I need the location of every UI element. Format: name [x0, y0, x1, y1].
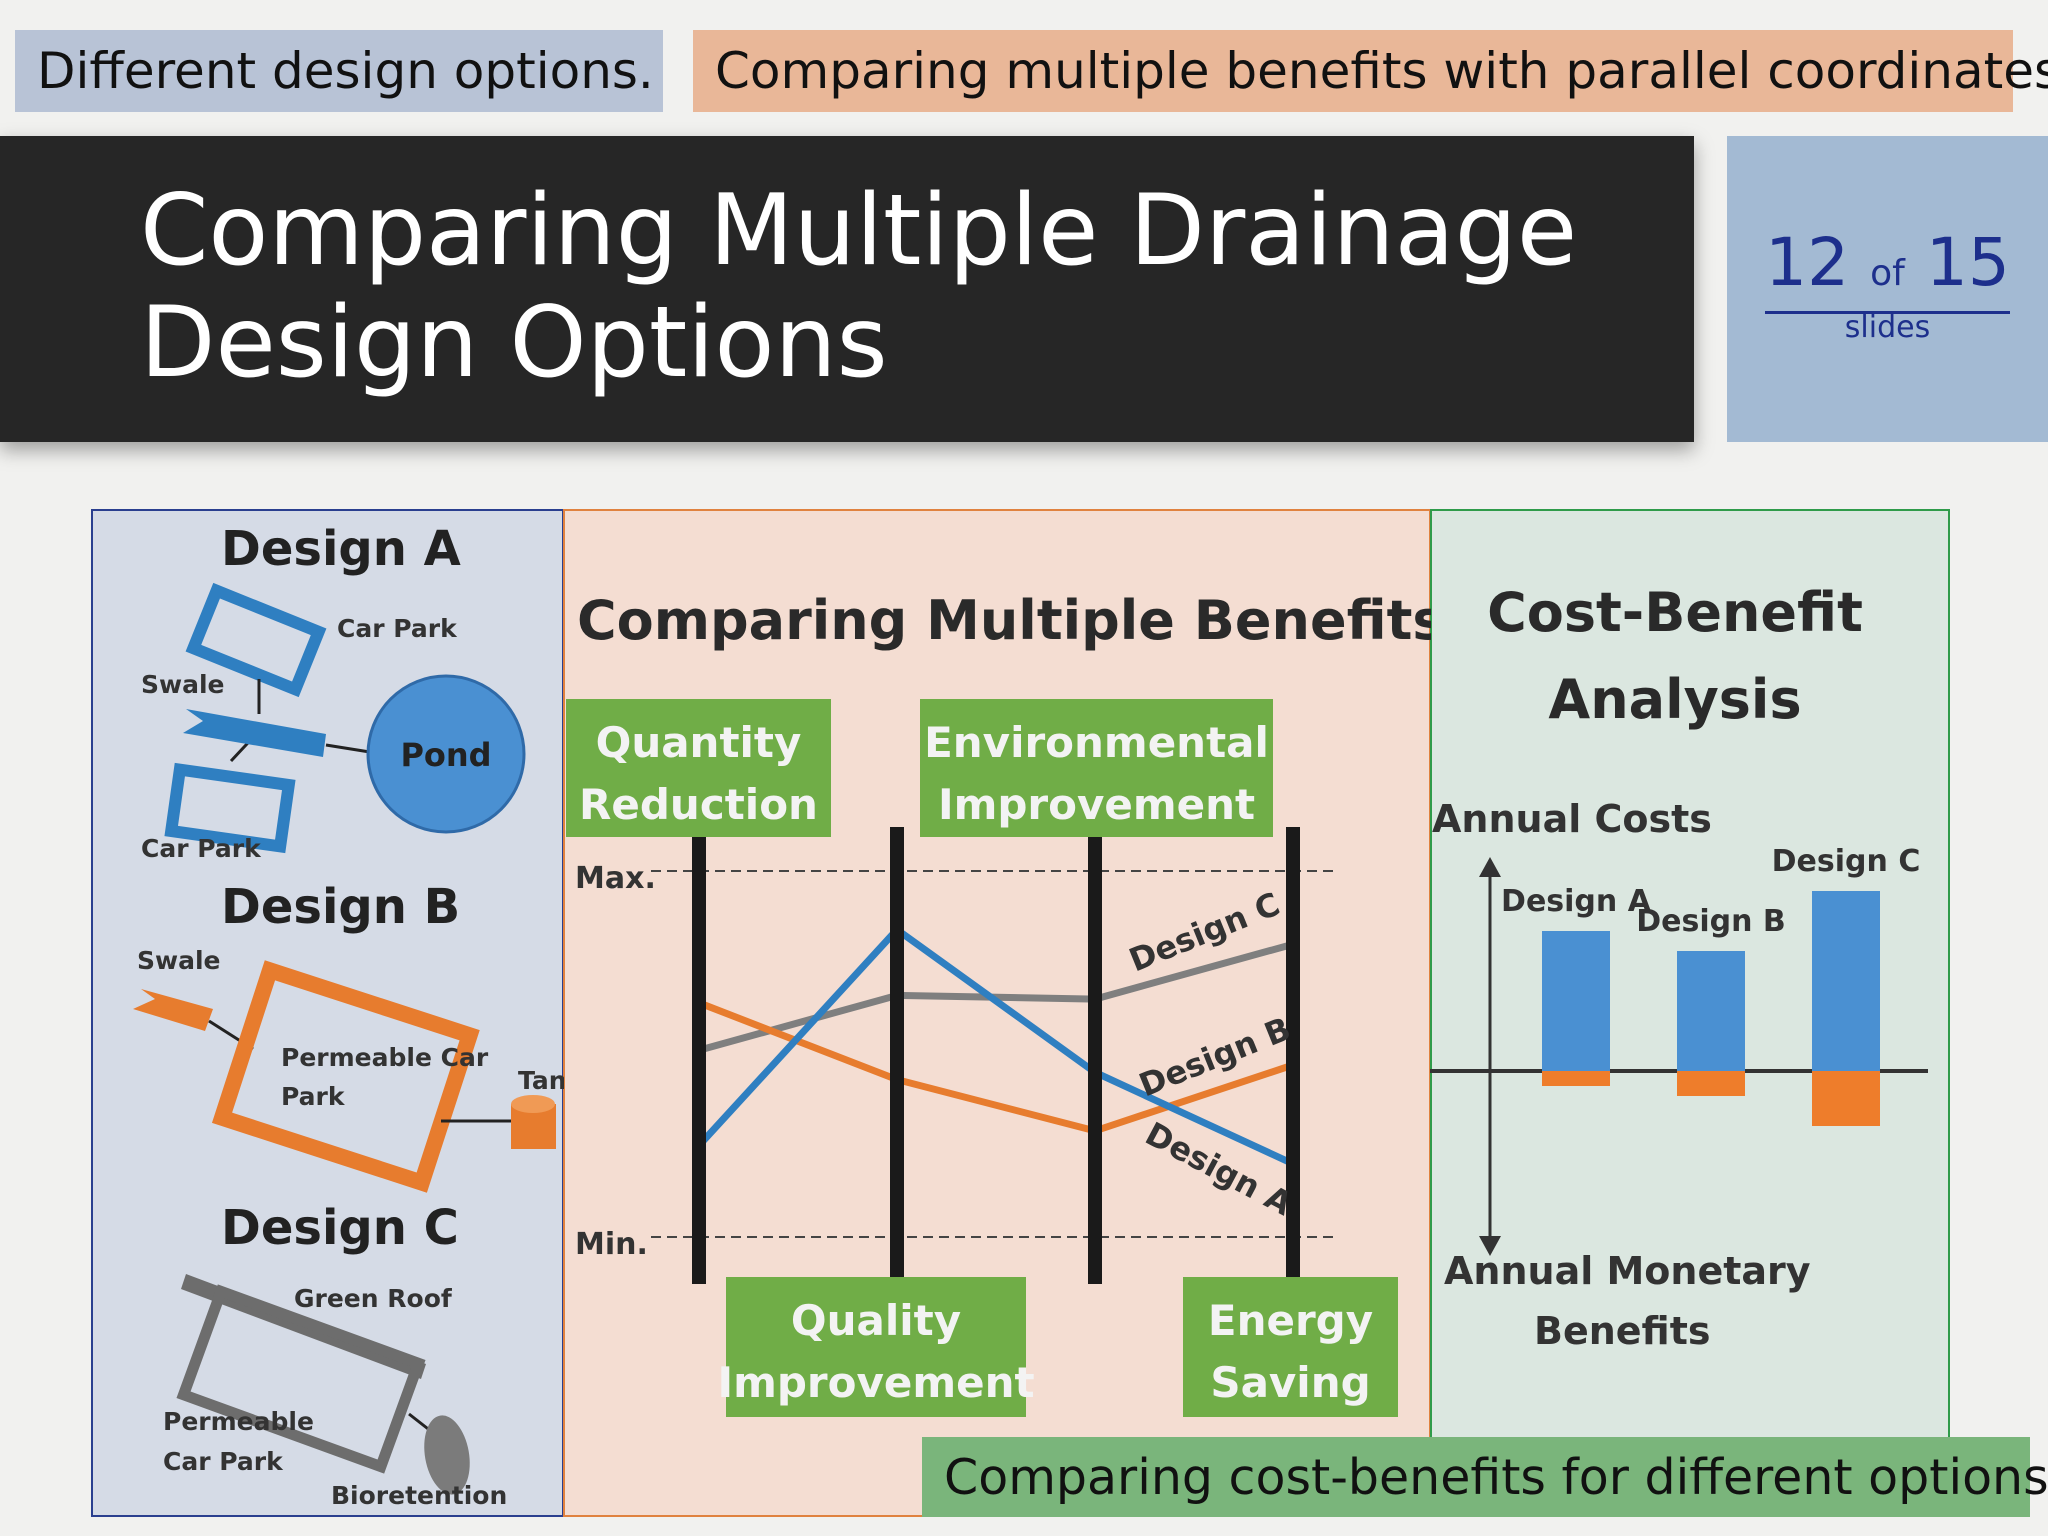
- axis-label-2-line2: Improvement: [717, 1358, 1034, 1407]
- design-a-pond-label: Pond: [400, 736, 491, 774]
- design-b-tank-icon: [511, 1095, 556, 1149]
- min-label: Min.: [575, 1227, 648, 1262]
- design-b-tank-label: Tank: [518, 1066, 564, 1095]
- bar-benefit-design-c: [1812, 1071, 1880, 1126]
- annual-costs-label: Annual Costs: [1432, 797, 1712, 841]
- bar-label-design-a: Design A: [1501, 884, 1652, 919]
- axis-label-box-bg-4: [1183, 1277, 1398, 1417]
- axis-label-box-bg-2: [726, 1277, 1026, 1417]
- bar-benefit-design-b: [1677, 1071, 1745, 1096]
- annual-benefits-label-1: Annual Monetary: [1444, 1249, 1811, 1293]
- cost-benefit-title-line1: Cost-Benefit: [1487, 581, 1863, 644]
- title-bar: [0, 136, 1694, 442]
- annual-benefits-label-2: Benefits: [1534, 1309, 1711, 1353]
- slide-title: Comparing Multiple Drainage Design Optio…: [140, 175, 1640, 399]
- design-c-heading: Design C: [221, 1200, 459, 1256]
- design-a-car-park-bottom-icon: [164, 762, 296, 854]
- caption-cost-benefits: Comparing cost-benefits for different op…: [922, 1437, 2048, 1517]
- design-b-swale-icon: [133, 989, 213, 1031]
- max-label: Max.: [575, 861, 656, 896]
- cost-benefit-title-line2: Analysis: [1548, 668, 1801, 731]
- axis-label-4-line2: Saving: [1210, 1358, 1370, 1407]
- axis-label-box-bg-1: [566, 699, 831, 837]
- axis-label-3-line2: Improvement: [938, 780, 1255, 829]
- bar-cost-design-c: [1812, 891, 1880, 1071]
- design-b-permeable-label-1: Permeable Car: [281, 1043, 489, 1072]
- axis-label-1-line1: Quantity: [596, 718, 802, 767]
- bar-cost-design-a: [1542, 931, 1610, 1071]
- bar-label-design-c: Design C: [1772, 844, 1921, 879]
- design-a-car-park-top-label: Car Park: [337, 614, 458, 643]
- parallel-chart-title: Comparing Multiple Benefits: [577, 589, 1431, 652]
- bar-cost-design-b: [1677, 951, 1745, 1071]
- design-c-permeable-car-park-icon: [176, 1284, 426, 1474]
- cost-benefit-chart: Cost-Benefit Analysis Annual Costs Annua…: [1430, 581, 1928, 1353]
- design-a-car-park-bottom-label: Car Park: [141, 834, 262, 863]
- axis-label-2-line1: Quality: [791, 1296, 961, 1345]
- series-line-design-a: [696, 924, 1295, 1167]
- parallel-coordinates-chart: Comparing Multiple Benefits Max. Min. Qu…: [566, 589, 1431, 1417]
- design-c-permeable-label-1: Permeable: [163, 1407, 314, 1436]
- axis-label-box-bg-3: [920, 699, 1273, 837]
- design-b-swale-label: Swale: [137, 946, 221, 975]
- design-b-permeable-car-park-icon: [211, 960, 480, 1193]
- axis-arrow-down-icon: [1479, 1236, 1501, 1256]
- slides-label: slides: [1844, 310, 1931, 345]
- caption-parallel-coordinates: Comparing multiple benefits with paralle…: [693, 30, 2048, 112]
- design-b-heading: Design B: [221, 879, 460, 935]
- axis-label-1-line2: Reduction: [579, 780, 818, 829]
- axis-label-3-line1: Environmental: [924, 718, 1269, 767]
- design-a-heading: Design A: [221, 521, 461, 577]
- design-a-pond-icon: [366, 674, 526, 834]
- axis-label-4-line1: Energy: [1208, 1296, 1373, 1345]
- bar-benefit-design-a: [1542, 1071, 1610, 1086]
- design-a-swale-label: Swale: [141, 670, 225, 699]
- slide-current: 12: [1765, 224, 1850, 301]
- design-c-bioretention-label: Bioretention: [331, 1481, 507, 1510]
- design-a-car-park-top-icon: [185, 582, 327, 698]
- slide-of: of: [1870, 253, 1905, 294]
- design-c-permeable-label-2: Car Park: [163, 1447, 284, 1476]
- slide-title-line2: Design Options: [140, 286, 888, 400]
- slide-title-line1: Comparing Multiple Drainage: [140, 174, 1578, 288]
- design-c-green-roof-label: Green Roof: [294, 1284, 453, 1313]
- caption-design-options: Different design options.: [15, 30, 663, 112]
- slide-counter: 12 of 15: [1727, 228, 2048, 314]
- axis-arrow-up-icon: [1479, 857, 1501, 877]
- design-a-swale-icon: [183, 709, 326, 757]
- bar-label-design-b: Design B: [1636, 904, 1786, 939]
- design-diagrams: Design A Car Park Swale Pond Car Park De…: [133, 521, 564, 1510]
- slide-counter-box: [1727, 136, 2048, 442]
- design-c-bioretention-icon: [424, 1415, 470, 1495]
- slide-total: 15: [1925, 224, 2010, 301]
- design-b-permeable-label-2: Park: [281, 1082, 346, 1111]
